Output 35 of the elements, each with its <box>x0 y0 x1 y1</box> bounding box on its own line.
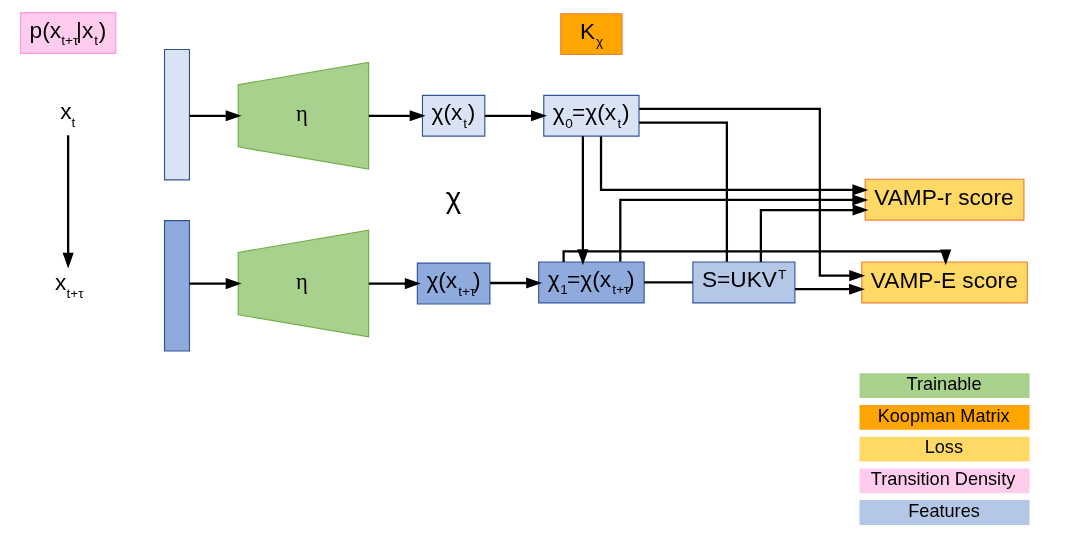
arrow <box>489 277 542 289</box>
arrow <box>638 107 865 282</box>
node-box: χ$_{1}$=χ(x$_{t+τ}$) <box>537 261 645 304</box>
node-box: VAMP-E score <box>860 261 1028 304</box>
node-box: p(x$_{t+τ}$|x$_{t}$) <box>19 12 116 54</box>
node-box: χ(x$_{t}$) <box>421 94 485 137</box>
arrow <box>599 136 868 196</box>
node-box: η <box>237 229 369 338</box>
node-bar <box>163 48 190 181</box>
arrow <box>794 283 865 295</box>
connector <box>638 121 728 262</box>
arrow <box>484 110 547 122</box>
arrow <box>759 204 868 262</box>
node-box: χ(x$_{t+τ}$) <box>416 262 490 305</box>
arrow <box>62 135 74 269</box>
legend-label: Features <box>907 500 980 521</box>
legend-label: Transition Density <box>870 469 1015 490</box>
node-text: x$_{t+τ}$ <box>54 269 84 301</box>
node-box: K$_{χ}$ <box>559 13 623 56</box>
label: χ <box>445 180 461 214</box>
arrow <box>189 110 242 122</box>
arrow <box>368 278 421 290</box>
connector <box>643 281 693 284</box>
node-box: η <box>237 61 369 170</box>
node-box: VAMP-r score <box>864 178 1024 221</box>
node-box: χ$_{0}$=χ(x$_{t}$) <box>542 94 640 137</box>
legend-label: Koopman Matrix <box>877 405 1010 426</box>
node-bar <box>163 220 190 352</box>
arrow <box>189 278 242 290</box>
arrow <box>368 110 426 122</box>
legend-label: Loss <box>924 437 963 458</box>
legend-label: Trainable <box>906 373 981 394</box>
node-box: S=UKV$^{T}$ <box>691 261 795 304</box>
arrow <box>618 194 868 262</box>
node-text: x$_{t}$ <box>59 98 75 130</box>
